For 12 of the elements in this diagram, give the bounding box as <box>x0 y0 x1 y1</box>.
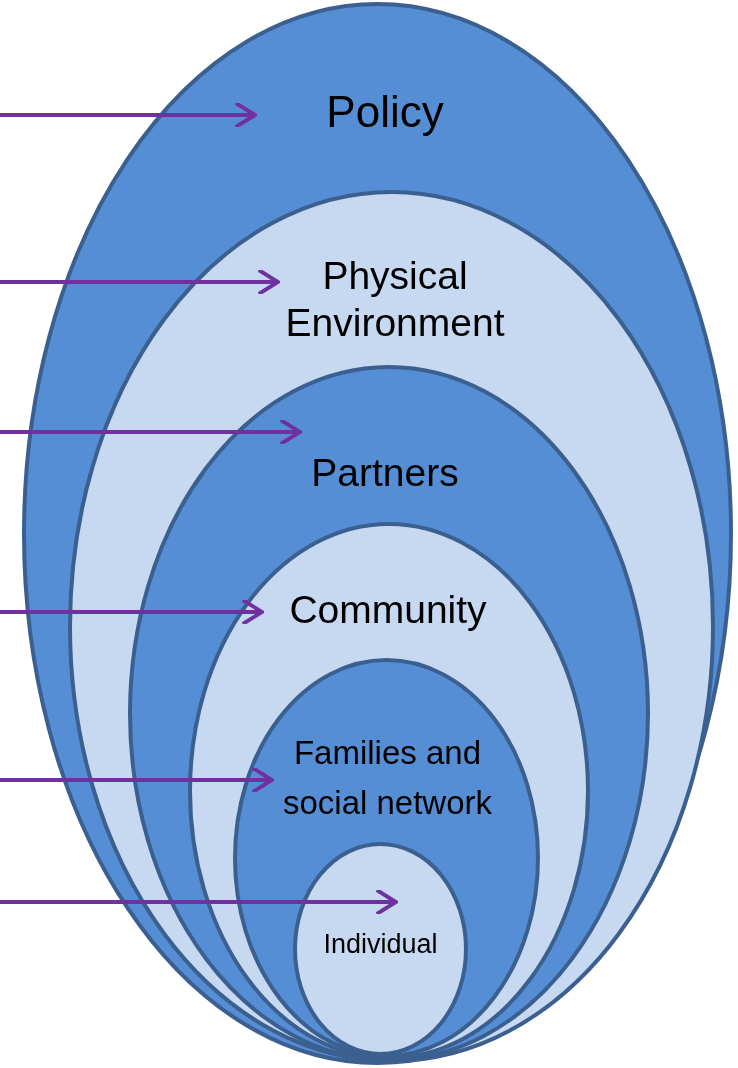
arrow <box>0 888 398 916</box>
arrow <box>0 418 302 446</box>
layer-label: Individual <box>322 928 439 961</box>
layer-label: Families and social network <box>281 733 494 823</box>
layer-label: Physical Environment <box>284 253 506 346</box>
arrow <box>0 268 280 296</box>
layer-label: Policy <box>325 86 445 138</box>
arrow <box>0 598 264 626</box>
layer-label: Partners <box>310 450 460 496</box>
arrow <box>0 766 274 794</box>
layer-label: Community <box>288 587 488 633</box>
arrow <box>0 101 257 129</box>
